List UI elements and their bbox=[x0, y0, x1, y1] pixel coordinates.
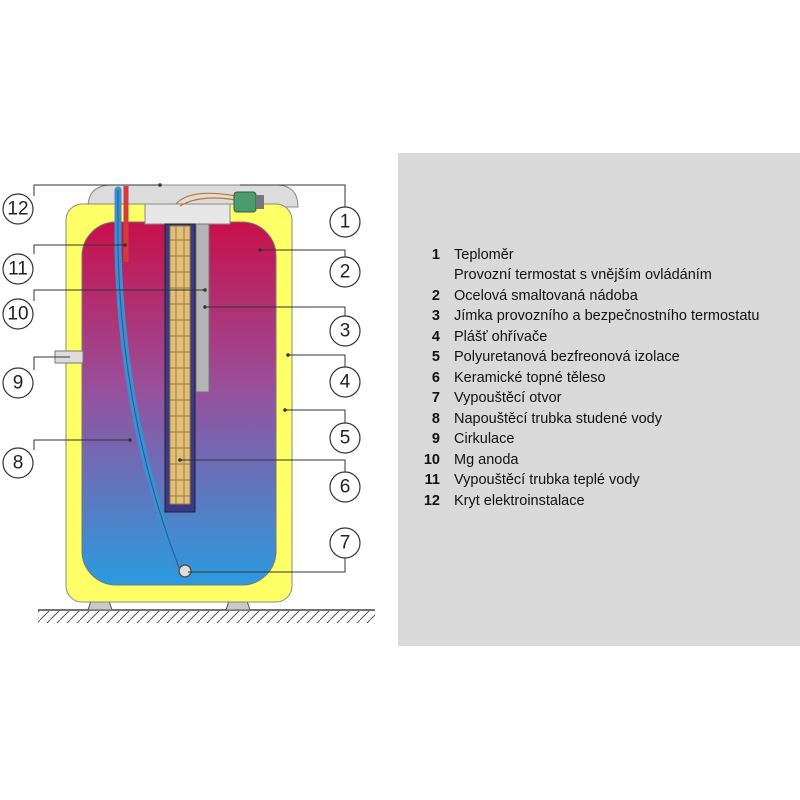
legend-text: Kryt elektroinstalace bbox=[454, 491, 585, 511]
legend-text-line: Jímka provozního a bezpečnostního termos… bbox=[454, 308, 760, 324]
legend-text-line: Plášť ohřívače bbox=[454, 328, 548, 345]
legend-text: Vypouštěcí trubka teplé vody bbox=[454, 470, 640, 490]
legend-text: Ocelová smaltovaná nádoba bbox=[454, 286, 638, 306]
callout-12-label: 12 bbox=[7, 199, 28, 220]
legend-text-line: Vypouštěcí otvor bbox=[454, 390, 562, 406]
floor bbox=[38, 609, 375, 623]
legend-number: 3 bbox=[431, 308, 440, 324]
callout-5: 5 bbox=[329, 422, 361, 454]
legend-item-7: 7 Vypouštěcí otvor bbox=[418, 388, 759, 408]
legend-number: 5 bbox=[431, 349, 440, 365]
legend-number: 2 bbox=[431, 287, 440, 304]
legend-text-line: Polyuretanová bezfreonová izolace bbox=[454, 349, 680, 365]
callout-1-label: 1 bbox=[340, 212, 351, 233]
legend-text: Keramické topné těleso bbox=[454, 368, 606, 388]
callout-1: 1 bbox=[329, 206, 361, 238]
legend-text-line: Ocelová smaltovaná nádoba bbox=[454, 287, 638, 304]
legend-number: 9 bbox=[431, 431, 440, 447]
legend-text-line: Napouštěcí trubka studené vody bbox=[454, 410, 662, 427]
callout-2: 2 bbox=[329, 256, 361, 288]
legend-item-2: 2 Ocelová smaltovaná nádoba bbox=[418, 286, 759, 306]
callout-9: 9 bbox=[2, 367, 34, 399]
callout-6: 6 bbox=[329, 471, 361, 503]
top-flange bbox=[144, 203, 231, 225]
callout-4: 4 bbox=[329, 366, 361, 398]
heater-rungs bbox=[170, 226, 190, 504]
legend-number: 11 bbox=[424, 472, 440, 488]
callout-4-label: 4 bbox=[340, 372, 351, 393]
legend-text-line: Cirkulace bbox=[454, 431, 515, 447]
legend-item-9: 9 Cirkulace bbox=[418, 429, 759, 449]
legend-text-line: Mg anoda bbox=[454, 451, 519, 468]
callout-10-label: 10 bbox=[7, 304, 28, 325]
callout-6-label: 6 bbox=[340, 477, 351, 498]
legend-text: Cirkulace bbox=[454, 429, 514, 449]
callout-7-label: 7 bbox=[340, 533, 351, 554]
callout-5-label: 5 bbox=[340, 428, 351, 449]
callout-3-label: 3 bbox=[340, 321, 351, 342]
legend-number: 7 bbox=[431, 390, 440, 406]
legend-number: 10 bbox=[423, 451, 440, 468]
legend-text: Napouštěcí trubka studené vody bbox=[454, 409, 662, 429]
legend-number: 4 bbox=[431, 328, 440, 345]
thermostat-well bbox=[195, 223, 210, 393]
thermostat-unit bbox=[175, 191, 264, 213]
legend-item-5: 5 Polyuretanová bezfreonová izolace bbox=[418, 347, 759, 367]
legend-number: 8 bbox=[431, 410, 440, 427]
leader-dots bbox=[123, 183, 290, 462]
legend-item-3: 3 Jímka provozního a bezpečnostního termo… bbox=[418, 306, 760, 326]
callout-7: 7 bbox=[329, 527, 361, 559]
legend-item-12: 12 Kryt elektroinstalace bbox=[418, 491, 759, 511]
legend-text-line: Teploměr bbox=[454, 247, 514, 263]
legend-text-line: Vypouštěcí trubka teplé vody bbox=[454, 472, 640, 488]
callout-12: 12 bbox=[2, 193, 34, 225]
callout-10: 10 bbox=[2, 298, 34, 330]
callout-3: 3 bbox=[329, 315, 361, 347]
legend-item-10: 10 Mg anoda bbox=[418, 450, 759, 470]
drain-hole bbox=[178, 564, 192, 578]
callout-9-label: 9 bbox=[13, 373, 24, 394]
legend-text-line: Kryt elektroinstalace bbox=[454, 492, 585, 509]
legend-number: 1 bbox=[431, 247, 440, 263]
legend-text: Plášť ohřívače bbox=[454, 327, 547, 347]
legend-text-line: Provozní termostat s vnějším ovládáním bbox=[454, 267, 712, 283]
legend-item-8: 8 Napouštěcí trubka studené vody bbox=[418, 409, 759, 429]
legend-item-4: 4 Plášť ohřívače bbox=[418, 327, 759, 347]
legend-number: 12 bbox=[423, 492, 440, 509]
callout-8-label: 8 bbox=[13, 453, 24, 474]
legend-text: Jímka provozního a bezpečnostního termos… bbox=[454, 306, 759, 326]
ceramic-heating-element bbox=[169, 225, 191, 505]
callout-11: 11 bbox=[2, 253, 34, 285]
legend-text: Mg anoda bbox=[454, 450, 519, 470]
callout-11-label: 11 bbox=[8, 259, 28, 280]
callout-8: 8 bbox=[2, 447, 34, 479]
legend-number: 6 bbox=[431, 369, 440, 386]
legend-item-11: 11 Vypouštěcí trubka teplé vody bbox=[418, 470, 759, 490]
legend-text: Vypouštěcí otvor bbox=[454, 388, 561, 408]
legend-text: Polyuretanová bezfreonová izolace bbox=[454, 347, 680, 367]
legend-item-6: 6 Keramické topné těleso bbox=[418, 368, 759, 388]
callout-2-label: 2 bbox=[340, 262, 351, 283]
legend-text-line: Keramické topné těleso bbox=[454, 369, 606, 386]
